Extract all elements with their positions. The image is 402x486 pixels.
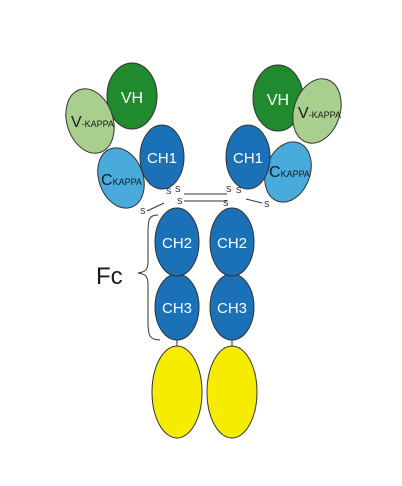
disulfide-s-7: S	[223, 199, 228, 208]
vh-right-label: VH	[267, 92, 289, 109]
v-kappa-left-suffix: -KAPPA	[82, 119, 114, 129]
v-kappa-right-prefix: V	[298, 105, 309, 122]
ch1-right-label: CH1	[233, 150, 263, 167]
v-kappa-right-domain	[292, 78, 342, 144]
c-kappa-right-prefix: C	[269, 164, 281, 181]
fc-tail-right	[206, 345, 258, 439]
disulfide-s-6: S	[236, 186, 241, 195]
ch1-left-domain	[139, 124, 185, 190]
ch3-left-label: CH3	[162, 300, 192, 317]
ch2-right-label: CH2	[217, 235, 247, 252]
v-kappa-left-domain	[65, 88, 115, 154]
vh-left-label: VH	[121, 90, 143, 107]
fc-tail-left	[151, 345, 203, 439]
disulfide-s-4: S	[140, 207, 145, 216]
lc-hc-bond-left	[146, 202, 165, 212]
ch1-right-domain	[225, 124, 271, 190]
c-kappa-left-prefix: C	[101, 172, 113, 189]
v-kappa-right-label: V-KAPPA	[298, 105, 341, 122]
ch2-left-label: CH2	[162, 235, 192, 252]
vh-left-domain	[106, 62, 158, 130]
disulfide-s-1: S	[166, 187, 171, 196]
disulfide-s-3: S	[177, 197, 182, 206]
ch2-left-domain	[154, 207, 200, 277]
v-kappa-left-label: V-KAPPA	[71, 114, 114, 131]
ch3-right-label: CH3	[217, 300, 247, 317]
lc-hc-bond-right	[245, 198, 263, 204]
disulfide-s-2: S	[175, 185, 180, 194]
c-kappa-right-suffix: KAPPA	[281, 169, 310, 179]
v-kappa-right-suffix: -KAPPA	[309, 110, 341, 120]
c-kappa-right-label: CKAPPA	[269, 164, 310, 181]
c-kappa-left-suffix: KAPPA	[113, 177, 142, 187]
fc-brace	[137, 214, 161, 341]
c-kappa-left-label: CKAPPA	[101, 172, 142, 189]
ch2-right-domain	[209, 207, 255, 277]
ch1-left-label: CH1	[147, 150, 177, 167]
disulfide-s-8: S	[264, 200, 269, 209]
v-kappa-left-prefix: V	[71, 114, 82, 131]
fc-label: Fc	[96, 263, 123, 290]
disulfide-s-5: S	[226, 185, 231, 194]
